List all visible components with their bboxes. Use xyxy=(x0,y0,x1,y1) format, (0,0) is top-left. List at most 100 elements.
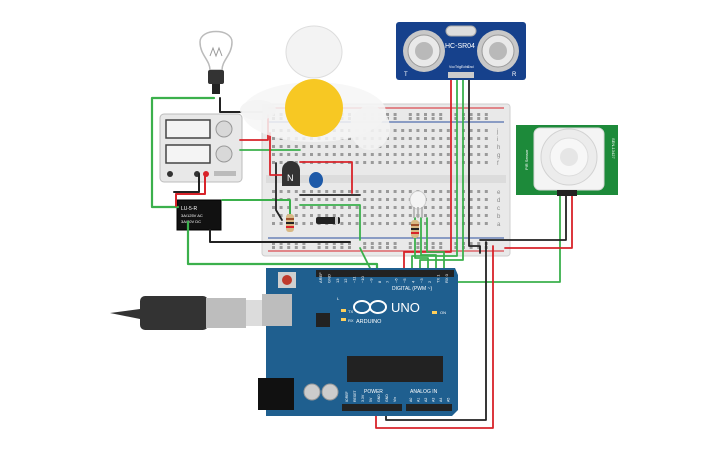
breadboard-hole xyxy=(469,113,473,116)
relay-line1: 3A/125V AC xyxy=(181,213,203,218)
breadboard-hole xyxy=(446,161,450,164)
bottom-pin-label: RESET xyxy=(353,389,357,402)
breadboard-hole xyxy=(294,145,298,148)
breadboard-hole xyxy=(431,145,435,148)
npn-transistor[interactable]: N xyxy=(282,161,300,186)
light-bulb-icon[interactable] xyxy=(199,30,233,95)
resistor-1[interactable] xyxy=(286,214,294,232)
breadboard-hole xyxy=(454,117,458,120)
breadboard-hole xyxy=(363,198,367,201)
digital-pin-label: 4 xyxy=(410,280,415,283)
breadboard-hole xyxy=(424,137,427,140)
breadboard-hole xyxy=(378,206,382,209)
breadboard-hole xyxy=(401,153,405,156)
tx-label: TX xyxy=(348,309,353,314)
breadboard-hole xyxy=(393,222,397,225)
breadboard-hole xyxy=(378,198,382,201)
breadboard-hole xyxy=(469,246,473,249)
breadboard-hole xyxy=(294,153,298,156)
power-supply[interactable] xyxy=(159,113,243,183)
breadboard-hole xyxy=(469,198,473,201)
breadboard-hole xyxy=(332,145,336,148)
bottom-pin-label: GND xyxy=(377,394,381,402)
breadboard-hole xyxy=(355,206,359,209)
breadboard-hole xyxy=(370,222,374,225)
bottom-pin-label: A1 xyxy=(417,398,421,402)
ultrasonic-sensor[interactable]: HC-SR04 Vcc Trig Echo Gnd T R xyxy=(396,22,526,80)
pir-side-text: PIR Sensor xyxy=(524,149,529,170)
breadboard-hole xyxy=(348,137,351,140)
breadboard-hole xyxy=(272,190,275,193)
breadboard-hole xyxy=(401,206,405,209)
breadboard-hole xyxy=(401,198,405,201)
breadboard-hole xyxy=(332,242,336,245)
breadboard-hole xyxy=(477,246,481,249)
breadboard-hole xyxy=(272,246,275,249)
bottom-pin-label: A3 xyxy=(432,398,436,402)
breadboard-hole xyxy=(386,153,389,156)
breadboard-hole xyxy=(340,198,344,201)
relay[interactable]: LU-5-R 3A/125V AC 3A/30V DC xyxy=(176,199,222,231)
breadboard-hole xyxy=(454,246,458,249)
on-label: ON xyxy=(440,310,446,315)
bottom-pin-label: 3.3V xyxy=(361,394,365,402)
breadboard-hole xyxy=(454,153,458,156)
breadboard-hole xyxy=(386,113,389,116)
breadboard-hole xyxy=(386,145,389,148)
breadboard-hole xyxy=(416,113,420,116)
breadboard-hole xyxy=(424,129,427,132)
breadboard-hole xyxy=(363,190,367,193)
breadboard-hole xyxy=(355,222,359,225)
capacitor[interactable] xyxy=(309,172,323,188)
breadboard-hole xyxy=(340,153,344,156)
breadboard-hole xyxy=(355,145,359,148)
breadboard-hole xyxy=(416,153,420,156)
breadboard-hole xyxy=(469,145,473,148)
breadboard-hole xyxy=(386,246,389,249)
breadboard-hole xyxy=(454,113,458,116)
digital-pin-label: 7 xyxy=(385,280,390,283)
bottom-pin-label: A0 xyxy=(409,398,413,402)
breadboard-hole xyxy=(348,246,351,249)
breadboard-hole xyxy=(401,190,405,193)
breadboard-hole xyxy=(484,113,488,116)
breadboard-hole xyxy=(393,246,397,249)
breadboard-hole xyxy=(484,198,488,201)
bottom-pin-label: 5V xyxy=(369,397,373,402)
breadboard-hole xyxy=(431,129,435,132)
breadboard-hole xyxy=(439,145,443,148)
breadboard-hole xyxy=(363,214,367,217)
breadboard-hole xyxy=(416,137,420,140)
breadboard-hole xyxy=(424,222,427,225)
breadboard-hole xyxy=(348,222,351,225)
breadboard-hole xyxy=(408,137,412,140)
breadboard-hole xyxy=(454,137,458,140)
breadboard-hole xyxy=(370,198,374,201)
breadboard-hole xyxy=(363,246,367,249)
diode[interactable] xyxy=(316,217,340,224)
breadboard-hole xyxy=(416,242,420,245)
breadboard-hole xyxy=(439,161,443,164)
pir-sensor[interactable]: PIR Sensor SEN-13427 xyxy=(516,125,618,196)
breadboard-hole xyxy=(348,145,351,148)
breadboard-hole xyxy=(477,161,481,164)
breadboard-hole xyxy=(431,206,435,209)
resistor-2[interactable] xyxy=(411,220,419,238)
rgb-led[interactable] xyxy=(409,190,427,218)
breadboard-hole xyxy=(424,242,427,245)
breadboard-hole xyxy=(408,145,412,148)
breadboard-hole xyxy=(378,214,382,217)
breadboard-hole xyxy=(317,145,321,148)
glowing-led[interactable] xyxy=(240,25,390,150)
breadboard-hole xyxy=(439,214,443,217)
breadboard-hole xyxy=(370,214,374,217)
breadboard-hole xyxy=(348,153,351,156)
breadboard-hole xyxy=(348,214,351,217)
breadboard-hole xyxy=(294,206,298,209)
breadboard-hole xyxy=(477,206,481,209)
breadboard-hole xyxy=(408,113,412,116)
wires xyxy=(150,79,573,429)
breadboard-hole xyxy=(439,222,443,225)
breadboard-hole xyxy=(332,190,336,193)
